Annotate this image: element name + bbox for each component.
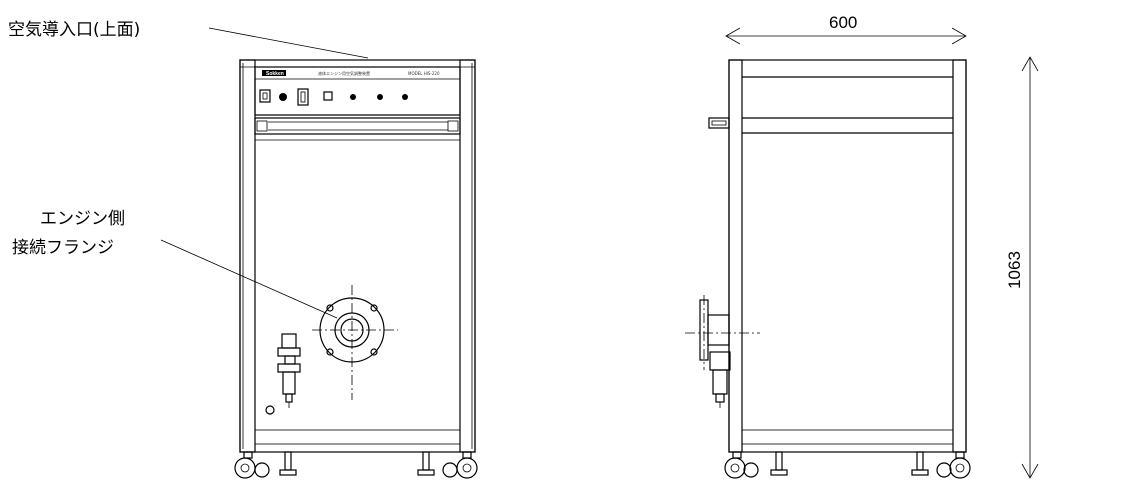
height-dimension: 1063 bbox=[1005, 56, 1039, 479]
side-flange bbox=[685, 295, 760, 370]
front-bottom-rail bbox=[254, 429, 461, 445]
switch-button bbox=[323, 91, 333, 101]
front-right-post bbox=[459, 59, 476, 453]
side-casters bbox=[724, 451, 971, 479]
side-regulator bbox=[709, 351, 731, 408]
panel-model: MODEL HIS-220 bbox=[408, 71, 440, 76]
indicator-2 bbox=[377, 94, 383, 100]
flange-label-line2: 接続フランジ bbox=[12, 238, 114, 258]
panel-title: 液体エンジン用空気調整装置 bbox=[318, 70, 370, 76]
brand-logo bbox=[262, 70, 286, 76]
flange-leader bbox=[160, 239, 338, 319]
width-value: 600 bbox=[829, 13, 857, 32]
front-cross-bar bbox=[254, 117, 461, 135]
brand-text: Sokken bbox=[266, 71, 284, 77]
engine-flange bbox=[312, 285, 398, 400]
air-regulator bbox=[277, 333, 301, 408]
breaker-switch bbox=[297, 88, 309, 106]
front-cabinet-outline bbox=[239, 59, 476, 453]
width-dimension: 600 bbox=[725, 13, 967, 45]
port-fitting bbox=[265, 405, 275, 415]
flange-label-line1: エンジン側 bbox=[40, 209, 125, 229]
side-view bbox=[685, 59, 971, 479]
side-right-post bbox=[952, 59, 967, 453]
indicator-3 bbox=[402, 94, 408, 100]
side-cabinet-outline bbox=[728, 59, 967, 453]
control-panel bbox=[254, 66, 461, 116]
front-view: Sokken 液体エンジン用空気調整装置 MODEL HIS-220 bbox=[234, 59, 478, 479]
indicator-1 bbox=[350, 94, 356, 100]
pilot-lamp-1 bbox=[279, 93, 287, 101]
front-casters bbox=[234, 451, 478, 479]
side-left-post bbox=[728, 59, 743, 453]
front-left-post bbox=[239, 59, 256, 453]
power-outlet bbox=[259, 89, 271, 103]
side-handle bbox=[708, 117, 730, 129]
height-value: 1063 bbox=[1005, 251, 1024, 289]
air-inlet-leader bbox=[208, 27, 369, 59]
air-inlet-label: 空気導入口(上面) bbox=[8, 20, 140, 40]
